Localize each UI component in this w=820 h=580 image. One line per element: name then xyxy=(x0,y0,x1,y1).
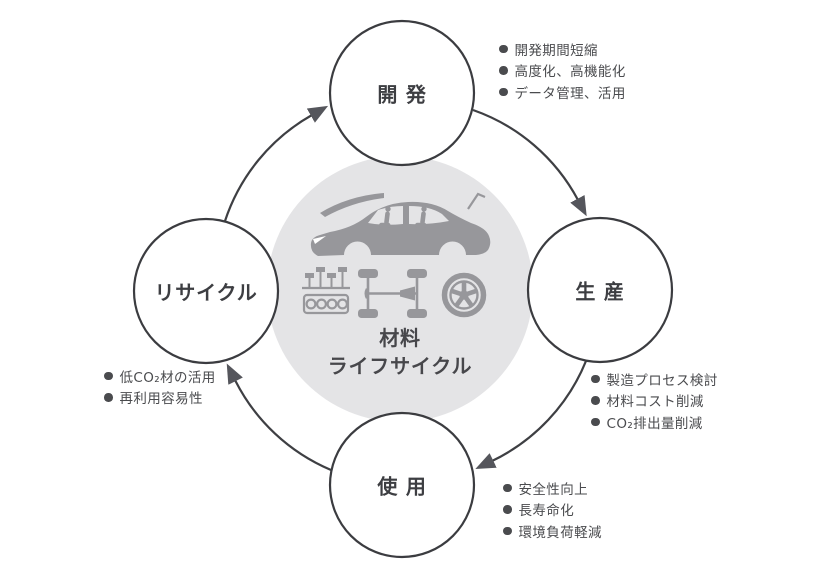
center-title-line2: ライフサイクル xyxy=(327,354,473,378)
list-item: 環境負荷軽減 xyxy=(503,520,602,542)
bullet-icon xyxy=(591,417,600,426)
tire-wheel-icon xyxy=(441,272,487,318)
bullet-icon xyxy=(499,87,508,96)
point-text: 低CO₂材の活用 xyxy=(119,369,216,386)
arrow-recycle-to-development-icon xyxy=(223,105,329,222)
engine-pistons xyxy=(305,267,347,288)
bullet-icon xyxy=(591,374,600,383)
point-text: 高度化、高機能化 xyxy=(514,64,626,81)
list-item: 再利用容易性 xyxy=(104,387,216,409)
list-item: 開発期間短縮 xyxy=(499,38,626,60)
arrow-development-to-production-icon xyxy=(472,108,587,217)
point-text: 再利用容易性 xyxy=(119,391,203,408)
list-item: 低CO₂材の活用 xyxy=(104,365,216,387)
wheel-hub xyxy=(459,290,469,300)
bullet-icon xyxy=(503,483,512,492)
center-title: 材料 ライフサイクル xyxy=(328,324,473,380)
list-item: 長寿命化 xyxy=(503,499,602,521)
points-development: 開発期間短縮 高度化、高機能化 データ管理、活用 xyxy=(499,38,626,103)
stage-circles xyxy=(132,19,674,559)
front-seat-icon xyxy=(379,206,391,228)
car-side-icon xyxy=(310,192,491,256)
bullet-icon xyxy=(499,44,508,53)
list-item: 製造プロセス検討 xyxy=(591,368,718,390)
bullet-icon xyxy=(591,396,600,405)
points-recycle: 低CO₂材の活用 再利用容易性 xyxy=(104,365,216,408)
point-text: 環境負荷軽減 xyxy=(518,524,602,541)
point-text: 安全性向上 xyxy=(518,481,589,498)
point-text: 材料コスト削減 xyxy=(606,394,704,411)
point-text: データ管理、活用 xyxy=(514,85,626,102)
list-item: 高度化、高機能化 xyxy=(499,60,626,82)
engine-block xyxy=(302,293,350,315)
engine-icon xyxy=(302,267,350,315)
list-item: 材料コスト削減 xyxy=(591,390,718,412)
node-circle-use xyxy=(328,411,476,559)
axle-joint xyxy=(364,288,369,299)
bullet-icon xyxy=(503,505,512,514)
node-label-development: 開 発 xyxy=(377,82,427,107)
point-text: 製造プロセス検討 xyxy=(606,372,718,389)
points-production: 製造プロセス検討 材料コスト削減 CO₂排出量削減 xyxy=(591,368,718,433)
differential xyxy=(400,286,415,301)
bullet-icon xyxy=(499,66,508,75)
arrow-production-to-use-icon xyxy=(475,360,588,469)
arrow-use-to-recycle-icon xyxy=(226,363,332,472)
node-circle-production xyxy=(526,216,674,364)
point-text: 長寿命化 xyxy=(518,503,575,520)
open-trunk-icon xyxy=(467,192,486,210)
node-label-use: 使 用 xyxy=(377,474,427,499)
cycle-arrows xyxy=(223,105,588,472)
list-item: データ管理、活用 xyxy=(499,81,626,103)
point-text: 開発期間短縮 xyxy=(514,42,598,59)
bullet-icon xyxy=(104,371,113,380)
node-circle-development xyxy=(328,19,476,167)
bullet-icon xyxy=(104,393,113,402)
center-title-line1: 材料 xyxy=(379,326,421,350)
chassis-drivetrain-icon xyxy=(358,269,427,318)
point-text: CO₂排出量削減 xyxy=(606,415,703,432)
rear-seat-icon xyxy=(415,206,427,228)
headlight-icon xyxy=(313,236,326,244)
list-item: CO₂排出量削減 xyxy=(591,411,718,433)
open-hood-icon xyxy=(320,193,384,217)
node-label-recycle: リサイクル xyxy=(154,280,258,305)
bullet-icon xyxy=(503,526,512,535)
node-circle-recycle xyxy=(132,217,280,365)
points-use: 安全性向上 長寿命化 環境負荷軽減 xyxy=(503,477,602,542)
node-label-production: 生 産 xyxy=(575,279,625,304)
list-item: 安全性向上 xyxy=(503,477,602,499)
